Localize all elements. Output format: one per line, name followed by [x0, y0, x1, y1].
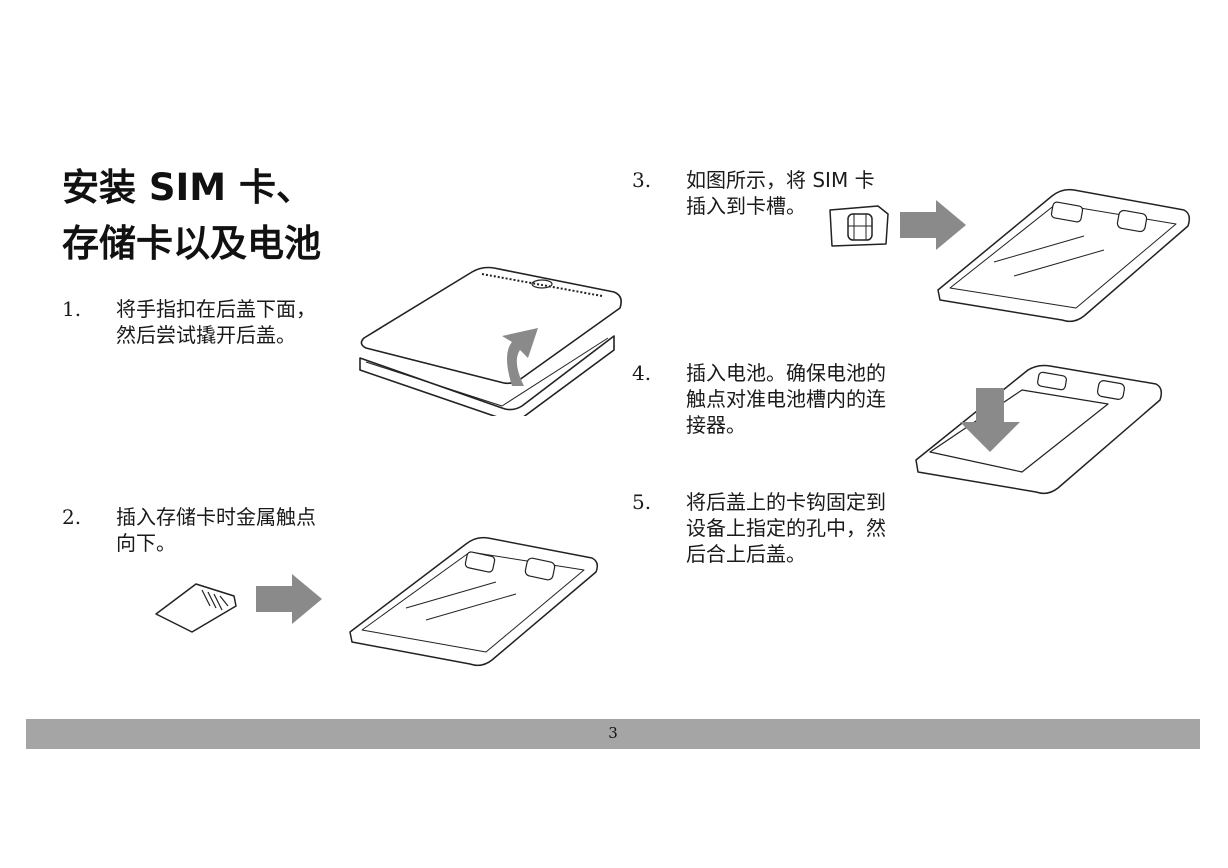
- step-number: 1.: [62, 297, 82, 321]
- title-line-1: 安装 SIM 卡、: [62, 166, 313, 209]
- title-line-2: 存储卡以及电池: [62, 222, 321, 265]
- step-text: 插入电池。确保电池的 触点对准电池槽内的连 接器。: [686, 361, 886, 437]
- step-number: 2.: [62, 505, 82, 529]
- phone-open-illustration: [349, 536, 599, 667]
- memory-card-icon: [155, 583, 237, 633]
- remove-back-cover-illustration: [359, 266, 622, 416]
- step-3: 3. 如图所示，将 SIM 卡 插入到卡槽。: [632, 167, 912, 223]
- battery-insert-illustration: [915, 364, 1163, 495]
- step-number: 5.: [632, 490, 652, 514]
- footer-bar: 3: [26, 719, 1200, 749]
- step-number: 4.: [632, 361, 652, 385]
- phone-sim-slot-illustration: [937, 188, 1191, 323]
- lift-arrow-icon: [502, 328, 538, 386]
- step-text: 如图所示，将 SIM 卡 插入到卡槽。: [686, 168, 875, 218]
- step-text: 将后盖上的卡钩固定到 设备上指定的孔中，然 后合上后盖。: [686, 490, 886, 566]
- step-text: 插入存储卡时金属触点 向下。: [116, 505, 316, 555]
- step-number: 3.: [632, 168, 652, 192]
- sim-card-icon: [829, 205, 889, 247]
- step-2: 2. 插入存储卡时金属触点 向下。: [62, 504, 362, 560]
- step-text: 将手指扣在后盖下面， 然后尝试撬开后盖。: [116, 297, 316, 347]
- step-5: 5. 将后盖上的卡钩固定到 设备上指定的孔中，然 后合上后盖。: [632, 489, 932, 571]
- sim-insert-arrow-icon: [900, 200, 966, 250]
- down-arrow-icon: [960, 388, 1020, 452]
- insert-arrow-icon: [256, 574, 322, 624]
- step-1: 1. 将手指扣在后盖下面， 然后尝试撬开后盖。: [62, 296, 362, 352]
- page-number: 3: [608, 724, 618, 742]
- step-4: 4. 插入电池。确保电池的 触点对准电池槽内的连 接器。: [632, 360, 932, 442]
- page-title: 安装 SIM 卡、 存储卡以及电池: [62, 160, 321, 272]
